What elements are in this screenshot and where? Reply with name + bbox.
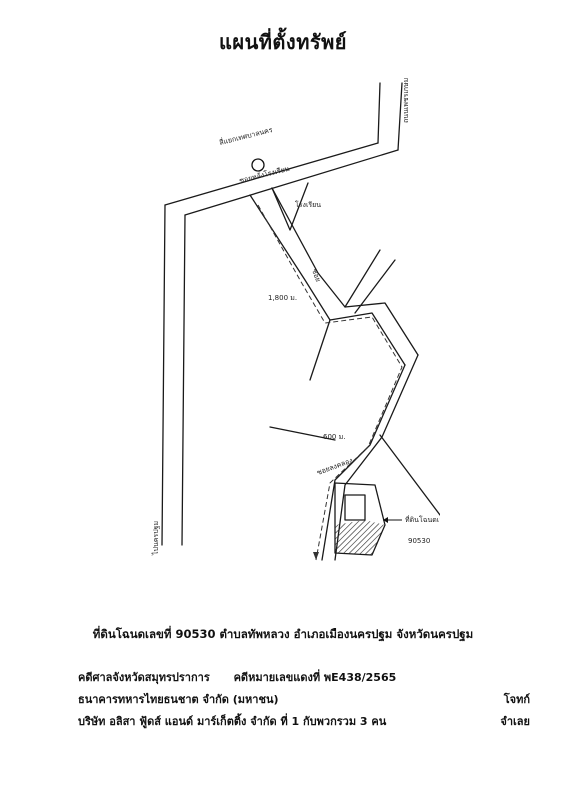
- plaintiff-row: ธนาคารทหารไทยธนชาต จำกัด (มหาชน) โจทก์: [78, 690, 530, 706]
- school-wedge: [271, 182, 309, 231]
- lower-right-spur: [379, 434, 440, 516]
- location-map: สี่แยกเทศบาลนคร ถนนเพชรเกษม ซอยหลังโรงเร…: [140, 55, 440, 600]
- property-arrow-head: [383, 517, 388, 523]
- branch-mid-left: [309, 319, 331, 381]
- lower-road-edge-a: [321, 364, 406, 561]
- parcel-number-label: 90530: [408, 537, 430, 545]
- road-left-label: ไปนครปฐม: [151, 521, 160, 556]
- main-road-label: ถนนเพชรเกษม: [402, 78, 410, 123]
- defendant-role: จำเลย: [500, 715, 530, 728]
- page-title: แผนที่ตั้งทรัพย์: [218, 30, 348, 54]
- plaintiff-role: โจทก์: [503, 693, 530, 706]
- route-arrow-left: [313, 552, 319, 560]
- left-road-edge-b: [181, 214, 186, 546]
- soi-edge-left: [249, 194, 406, 366]
- court-name: คดีศาลจังหวัดสมุทรปราการ: [78, 671, 210, 684]
- plaintiff-name: ธนาคารทหารไทยธนชาต จำกัด (มหาชน): [78, 693, 279, 706]
- hand-drawn-map: สี่แยกเทศบาลนคร ถนนเพชรเกษม ซอยหลังโรงเร…: [151, 78, 440, 561]
- soi-branch-label: ซอย: [310, 268, 322, 283]
- defendant-row: บริษัท อลิสา ฟู้ดส์ แอนด์ มาร์เก็ตติ้ง จ…: [78, 712, 530, 728]
- diagonal-road-top: [164, 142, 379, 206]
- distance-1-label: 1,800 ม.: [268, 294, 297, 302]
- main-road-edge-right: [397, 82, 403, 151]
- distance-2-label: 600 ม.: [323, 433, 345, 441]
- deed-caption: ที่ดินโฉนดเลขที่ 90530 ตำบลทัพหลวง อำเภอ…: [92, 627, 474, 641]
- branch-upper-right: [344, 249, 381, 308]
- property-inner: [344, 494, 366, 521]
- lower-road-edge-b: [334, 354, 419, 561]
- case-row: คดีศาลจังหวัดสมุทรปราการ คดีหมายเลขแดงที…: [78, 668, 530, 684]
- left-road-edge-a: [161, 204, 166, 546]
- property-note-label: ที่ดินโฉนดเลขที่: [405, 515, 440, 524]
- route-dashed: [257, 204, 403, 561]
- property-hatch: [335, 520, 385, 555]
- soi-main-label: ซอยหลังโรงเรียน: [238, 164, 290, 185]
- branch-upper-right-2: [354, 259, 396, 314]
- school-label: โรงเรียน: [295, 200, 321, 209]
- main-road-edge-left: [377, 82, 381, 144]
- case-number: คดีหมายเลขแดงที่ พE438/2565: [233, 671, 397, 684]
- landmark-marker: [251, 158, 265, 172]
- landmark-label: สี่แยกเทศบาลนคร: [218, 125, 273, 147]
- defendant-name: บริษัท อลิสา ฟู้ดส์ แอนด์ มาร์เก็ตติ้ง จ…: [78, 715, 387, 728]
- diagonal-road-bottom: [184, 149, 399, 216]
- lower-left-spur: [269, 426, 336, 441]
- soi-edge-right: [271, 187, 419, 356]
